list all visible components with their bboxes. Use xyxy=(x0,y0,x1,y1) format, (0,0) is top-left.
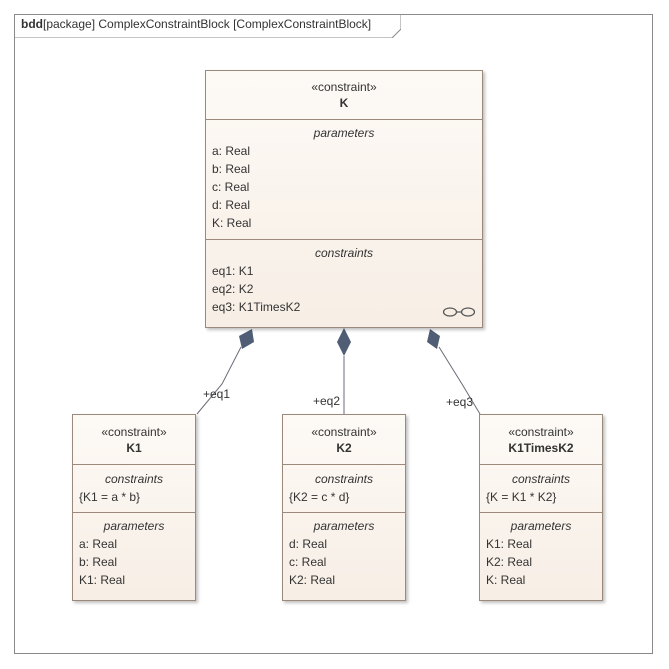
parameter-item: d: Real xyxy=(289,537,328,551)
constraint-item: eq1: K1 xyxy=(212,264,254,278)
compartment-title: constraints xyxy=(104,472,164,486)
parameters-compartment: parameters d: Real c: Real K2: Real xyxy=(283,513,405,589)
frame-kind: bdd xyxy=(21,17,43,31)
block-name: K1 xyxy=(126,441,142,455)
constraint-item: {K2 = c * d} xyxy=(289,490,350,504)
composition-eq2[interactable] xyxy=(337,328,351,414)
compartment-title: parameters xyxy=(313,126,375,140)
stereotype-label: «constraint» xyxy=(101,425,167,439)
frame-label: bdd[package] ComplexConstraintBlock [Com… xyxy=(21,17,371,31)
parameters-compartment: parameters K1: Real K2: Real K: Real xyxy=(480,513,602,589)
composition-diamond-eq2 xyxy=(337,328,351,356)
stereotype-label: «constraint» xyxy=(508,425,574,439)
constraint-item: {K1 = a * b} xyxy=(79,490,141,504)
composition-diamond-eq3 xyxy=(427,329,440,349)
constraint-item: eq3: K1TimesK2 xyxy=(212,300,301,314)
compartment-title: constraints xyxy=(314,472,374,486)
constraint-item: eq2: K2 xyxy=(212,282,254,296)
parameter-item: K2: Real xyxy=(289,573,336,587)
composition-eq3[interactable] xyxy=(427,329,481,415)
compartment-title: constraints xyxy=(511,472,571,486)
frame-tab xyxy=(14,14,401,38)
parameter-item: a: Real xyxy=(79,537,118,551)
parameter-item: K1: Real xyxy=(79,573,126,587)
constraints-compartment: constraints eq1: K1 eq2: K2 eq3: K1Times… xyxy=(206,240,482,317)
parameters-compartment: parameters a: Real b: Real K1: Real xyxy=(73,513,195,589)
role-label-eq3: +eq3 xyxy=(446,395,474,409)
parameter-item: a: Real xyxy=(212,144,251,158)
block-name: K1TimesK2 xyxy=(508,441,574,455)
diagram-frame xyxy=(14,14,653,654)
compartment-title: parameters xyxy=(103,519,165,533)
block-name: K xyxy=(339,96,349,110)
parameter-item: K: Real xyxy=(212,216,252,230)
compartment-title: constraints xyxy=(314,246,374,260)
constraints-compartment: constraints {K = K1 * K2} xyxy=(480,465,602,513)
parameter-item: K1: Real xyxy=(486,537,533,551)
parameter-item: K2: Real xyxy=(486,555,533,569)
constraint-block-k2[interactable]: «constraint» K2 constraints {K2 = c * d}… xyxy=(282,414,406,601)
block-name: K2 xyxy=(336,441,352,455)
role-label-eq1: +eq1 xyxy=(203,387,231,401)
compartment-title: parameters xyxy=(313,519,375,533)
constraint-block-k1[interactable]: «constraint» K1 constraints {K1 = a * b}… xyxy=(72,414,196,601)
parameters-compartment: parameters a: Real b: Real c: Real d: Re… xyxy=(206,120,482,240)
stereotype-label: «constraint» xyxy=(311,80,377,94)
frame-title: [package] ComplexConstraintBlock [Comple… xyxy=(43,17,372,31)
constraints-compartment: constraints {K1 = a * b} xyxy=(73,465,195,513)
constraint-block-k1timesk2[interactable]: «constraint» K1TimesK2 constraints {K = … xyxy=(479,414,603,601)
constraint-block-k[interactable]: «constraint» K parameters a: Real b: Rea… xyxy=(205,70,483,328)
parameter-item: c: Real xyxy=(289,555,327,569)
parameter-item: b: Real xyxy=(79,555,118,569)
constraint-item: {K = K1 * K2} xyxy=(486,490,557,504)
compartment-title: parameters xyxy=(510,519,572,533)
composition-diamond-eq1 xyxy=(239,329,254,349)
parameter-item: c: Real xyxy=(212,180,250,194)
constraints-compartment: constraints {K2 = c * d} xyxy=(283,465,405,513)
parameter-item: d: Real xyxy=(212,198,251,212)
parameter-item: b: Real xyxy=(212,162,251,176)
composition-eq1[interactable] xyxy=(196,329,254,415)
role-label-eq2: +eq2 xyxy=(313,394,341,408)
stereotype-label: «constraint» xyxy=(311,425,377,439)
parameter-item: K: Real xyxy=(486,573,526,587)
structure-glasses-icon xyxy=(442,307,476,317)
